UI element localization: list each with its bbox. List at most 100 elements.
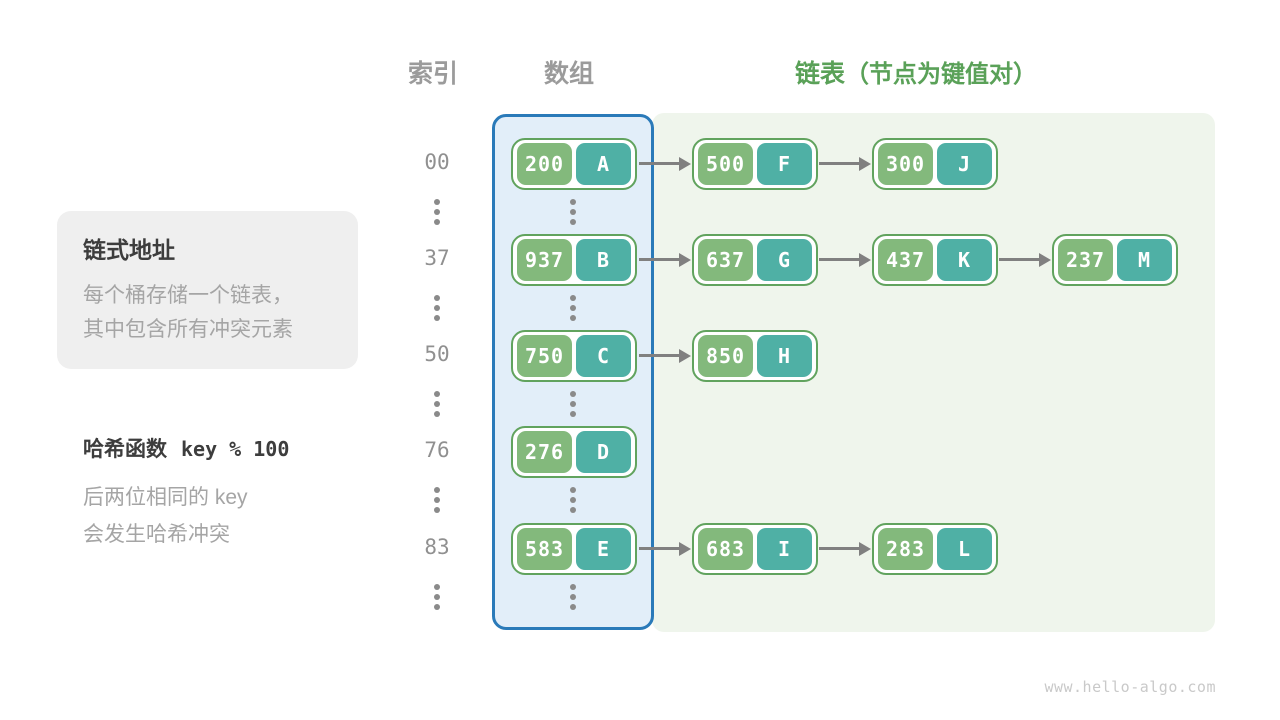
note-box: 链式地址 每个桶存储一个链表， 其中包含所有冲突元素 (57, 211, 358, 369)
arrow-icon (639, 348, 691, 363)
node-value: M (1117, 239, 1172, 281)
ellipsis-dot (570, 315, 576, 321)
ellipsis-dot (434, 391, 440, 397)
ellipsis-dot (434, 315, 440, 321)
index-label: 37 (424, 246, 450, 270)
node-key: 276 (517, 431, 572, 473)
ellipsis-dot (570, 219, 576, 225)
ellipsis-dot (570, 604, 576, 610)
hash-function-title: 哈希函数 key % 100 (83, 433, 383, 463)
ellipsis-dot (434, 604, 440, 610)
ellipsis-icon (570, 391, 576, 417)
node-key: 200 (517, 143, 572, 185)
node-key: 500 (698, 143, 753, 185)
ellipsis-dot (570, 507, 576, 513)
ellipsis-dot (570, 295, 576, 301)
index-label: 76 (424, 438, 450, 462)
hash-function-formula: key % 100 (181, 437, 290, 461)
ellipsis-dot (570, 391, 576, 397)
hash-note-line: 后两位相同的 key (83, 486, 248, 509)
arrow-icon (999, 252, 1051, 267)
node-key: 937 (517, 239, 572, 281)
ellipsis-dot (434, 411, 440, 417)
node-key: 850 (698, 335, 753, 377)
ellipsis-dot (570, 401, 576, 407)
node-key: 237 (1058, 239, 1113, 281)
node-value: H (757, 335, 812, 377)
node-key: 683 (698, 528, 753, 570)
index-label: 83 (424, 535, 450, 559)
note-box-line: 每个桶存储一个链表， (83, 284, 293, 307)
ellipsis-dot (434, 507, 440, 513)
ellipsis-icon (434, 295, 440, 321)
node-value: K (937, 239, 992, 281)
ellipsis-dot (434, 305, 440, 311)
ellipsis-dot (570, 497, 576, 503)
node-key: 437 (878, 239, 933, 281)
ellipsis-dot (434, 295, 440, 301)
ellipsis-dot (434, 199, 440, 205)
ellipsis-icon (434, 584, 440, 610)
node-value: A (576, 143, 631, 185)
node-value: B (576, 239, 631, 281)
node-value: I (757, 528, 812, 570)
node-value: J (937, 143, 992, 185)
ellipsis-icon (570, 295, 576, 321)
node-value: L (937, 528, 992, 570)
ellipsis-dot (570, 487, 576, 493)
ellipsis-dot (434, 497, 440, 503)
ellipsis-icon (570, 199, 576, 225)
ellipsis-icon (570, 487, 576, 513)
index-label: 00 (424, 150, 450, 174)
arrow-icon (639, 252, 691, 267)
header-array: 数组 (543, 60, 595, 88)
node-key: 300 (878, 143, 933, 185)
ellipsis-dot (434, 594, 440, 600)
ellipsis-icon (434, 199, 440, 225)
note-box-title: 链式地址 (83, 237, 175, 263)
arrow-icon (819, 541, 871, 556)
header-linked-list-note: （节点为键值对） (845, 61, 1038, 88)
node-value: G (757, 239, 812, 281)
watermark: www.hello-algo.com (1044, 678, 1216, 696)
header-index: 索引 (407, 60, 459, 88)
ellipsis-dot (570, 584, 576, 590)
arrow-icon (639, 156, 691, 171)
node-value: D (576, 431, 631, 473)
ellipsis-dot (570, 209, 576, 215)
ellipsis-icon (434, 487, 440, 513)
node-key: 750 (517, 335, 572, 377)
ellipsis-dot (434, 584, 440, 590)
ellipsis-dot (570, 411, 576, 417)
index-label: 50 (424, 342, 450, 366)
ellipsis-icon (434, 391, 440, 417)
node-value: F (757, 143, 812, 185)
node-key: 583 (517, 528, 572, 570)
node-key: 637 (698, 239, 753, 281)
header-linked-list-label: 链表 (795, 60, 846, 88)
ellipsis-dot (570, 594, 576, 600)
ellipsis-dot (434, 209, 440, 215)
node-value: E (576, 528, 631, 570)
arrow-icon (819, 252, 871, 267)
ellipsis-dot (434, 487, 440, 493)
hash-function-label: 哈希函数 (83, 438, 167, 461)
arrow-icon (639, 541, 691, 556)
ellipsis-icon (570, 584, 576, 610)
ellipsis-dot (434, 219, 440, 225)
node-key: 283 (878, 528, 933, 570)
